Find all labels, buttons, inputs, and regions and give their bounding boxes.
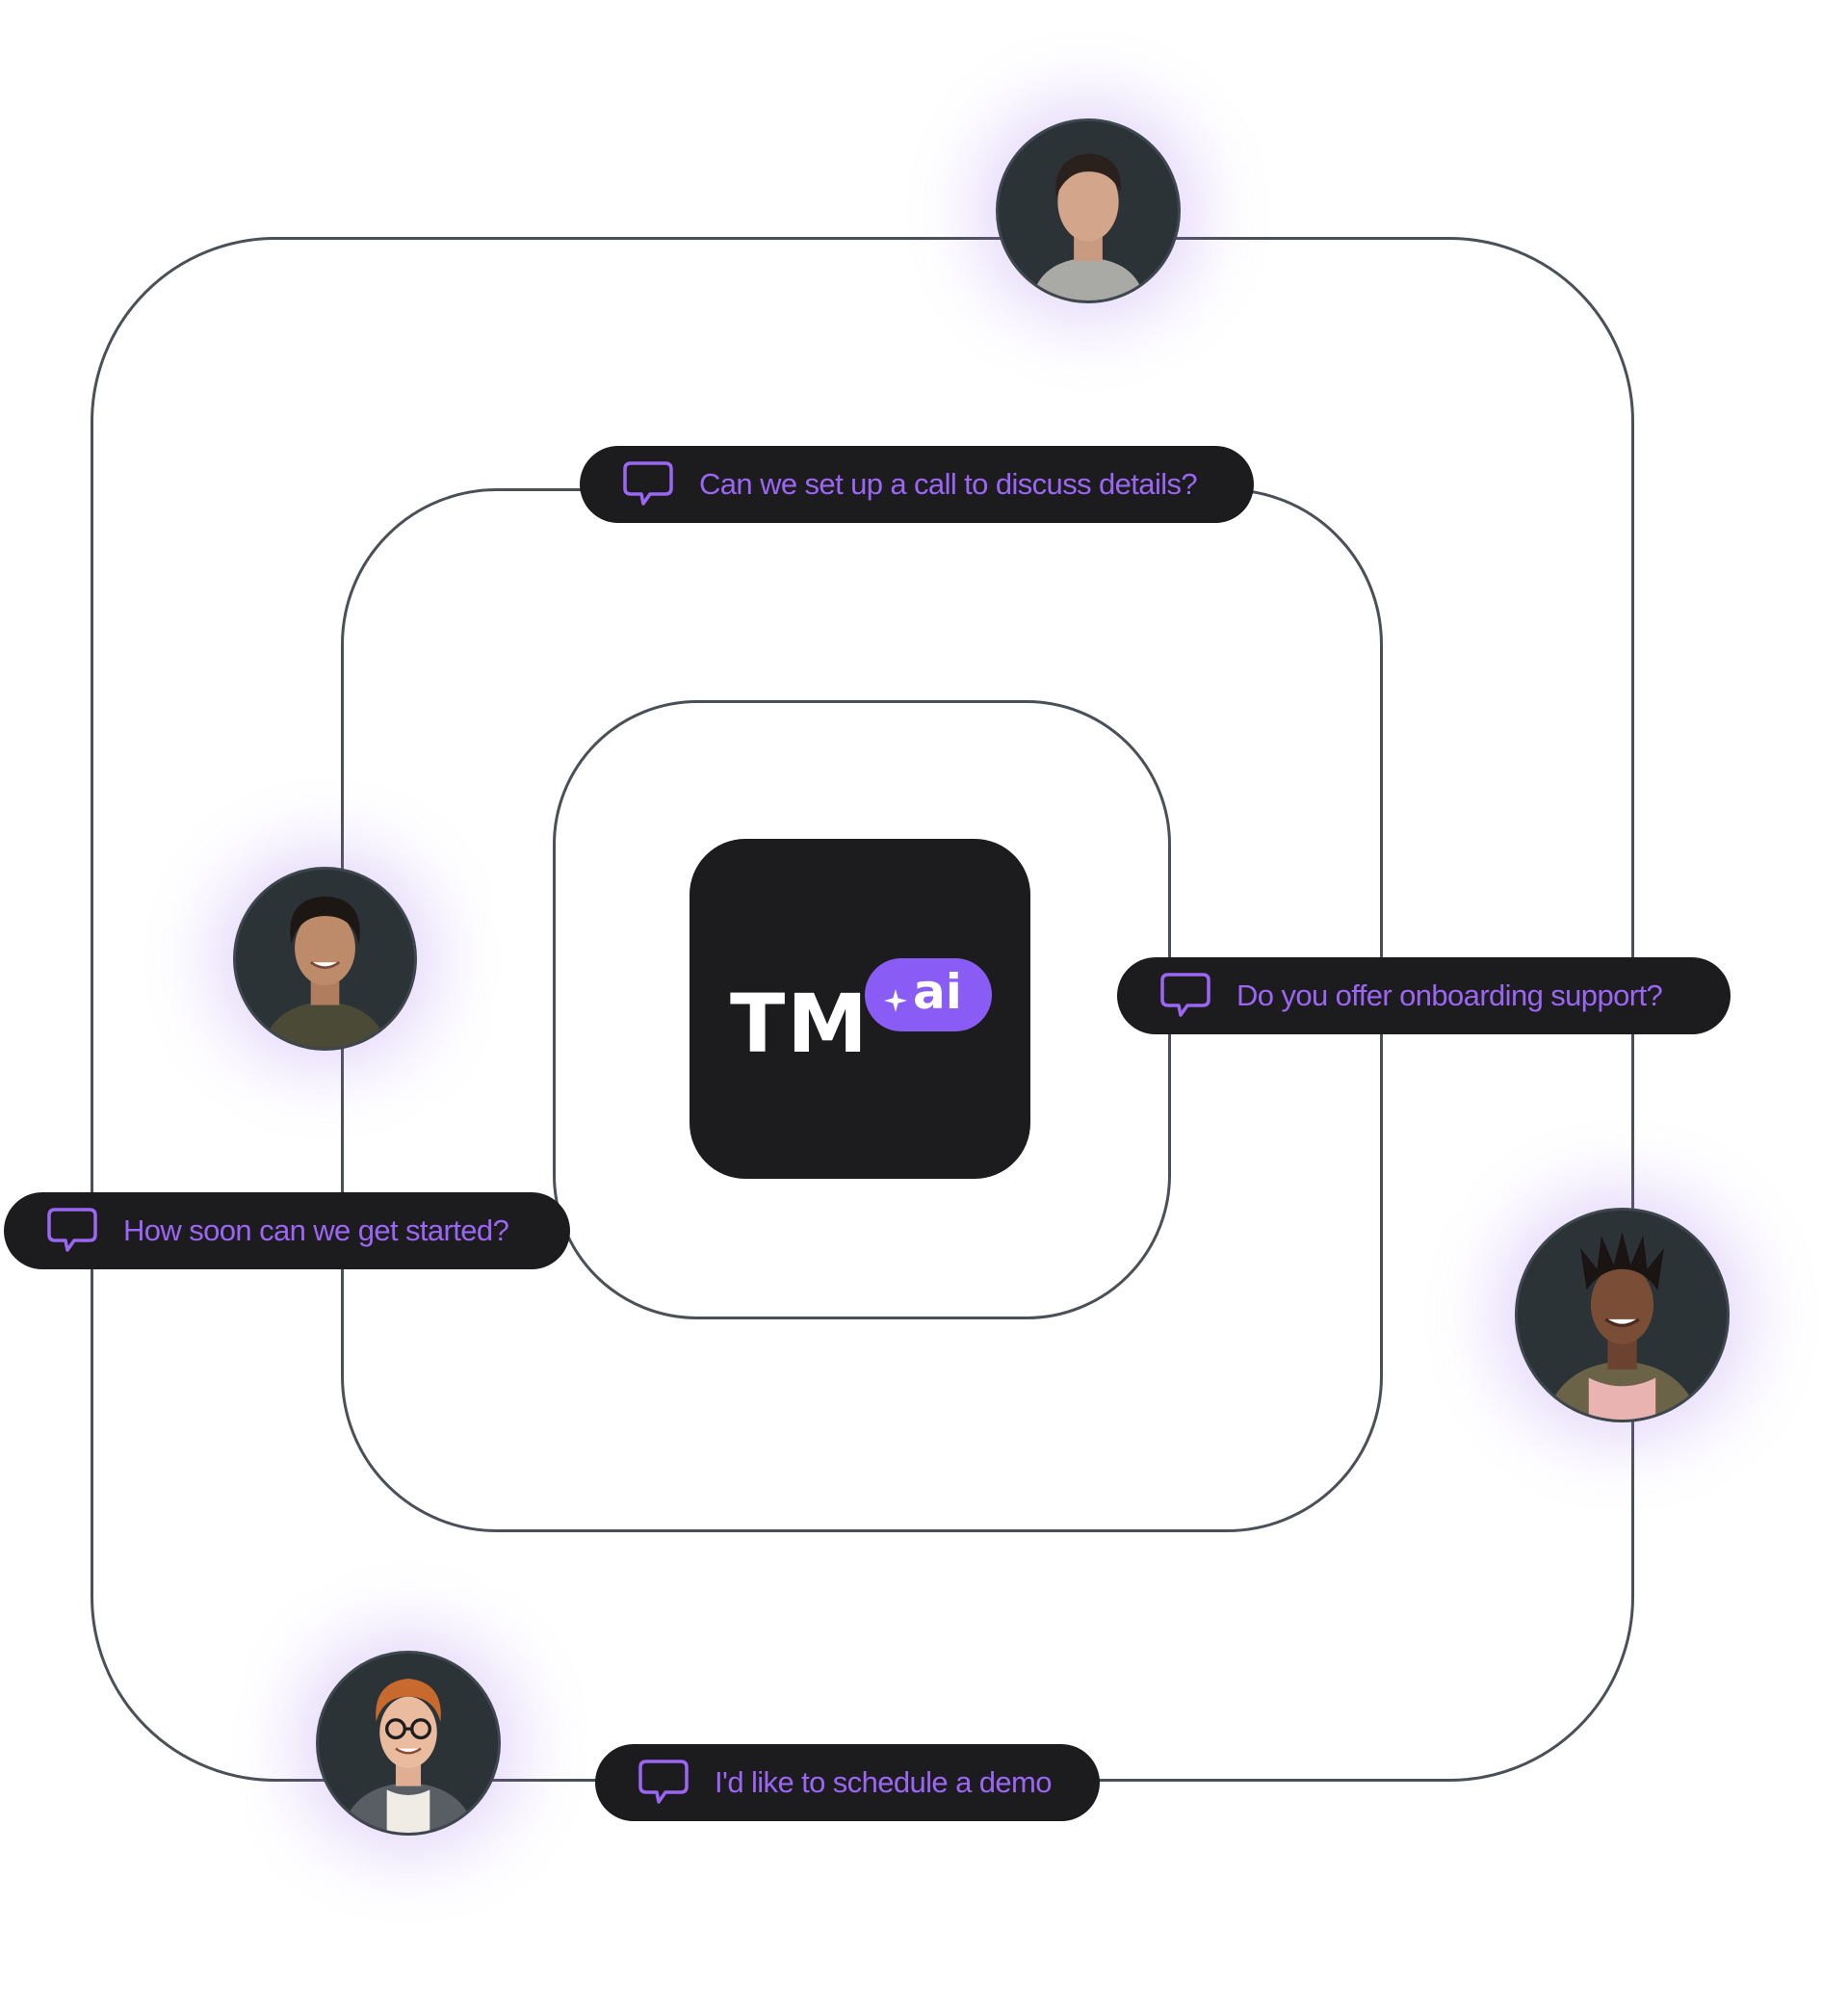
person-portrait (1031, 153, 1145, 300)
message-text: I'd like to schedule a demo (715, 1765, 1052, 1799)
avatar-right (1515, 1208, 1730, 1422)
avatar-bottom-left (316, 1651, 501, 1836)
avatar-top (996, 118, 1181, 303)
logo-ai-badge: ai (865, 958, 992, 1031)
person-portrait (341, 1679, 476, 1833)
logo-wordmark: TM (730, 977, 870, 1071)
message-text: Do you offer onboarding support? (1236, 978, 1663, 1012)
chat-bubble-icon (1160, 973, 1210, 1017)
message-text: Can we set up a call to discuss details? (699, 467, 1198, 501)
message-pill-onboarding: Do you offer onboarding support? (1117, 957, 1731, 1034)
chat-bubble-icon (623, 461, 673, 506)
avatar-left (233, 867, 417, 1051)
chat-bubble-icon (638, 1760, 689, 1804)
person-portrait (262, 896, 388, 1048)
message-pill-demo: I'd like to schedule a demo (595, 1744, 1100, 1821)
logo-badge-text: ai (913, 964, 962, 1020)
chat-bubble-icon (47, 1208, 97, 1252)
sparkle-icon (884, 989, 907, 1012)
message-text: How soon can we get started? (123, 1213, 509, 1247)
tm-ai-logo: TM ai (690, 839, 1030, 1179)
person-portrait (1545, 1231, 1700, 1420)
message-pill-call: Can we set up a call to discuss details? (580, 446, 1254, 523)
message-pill-get-started: How soon can we get started? (4, 1192, 570, 1269)
